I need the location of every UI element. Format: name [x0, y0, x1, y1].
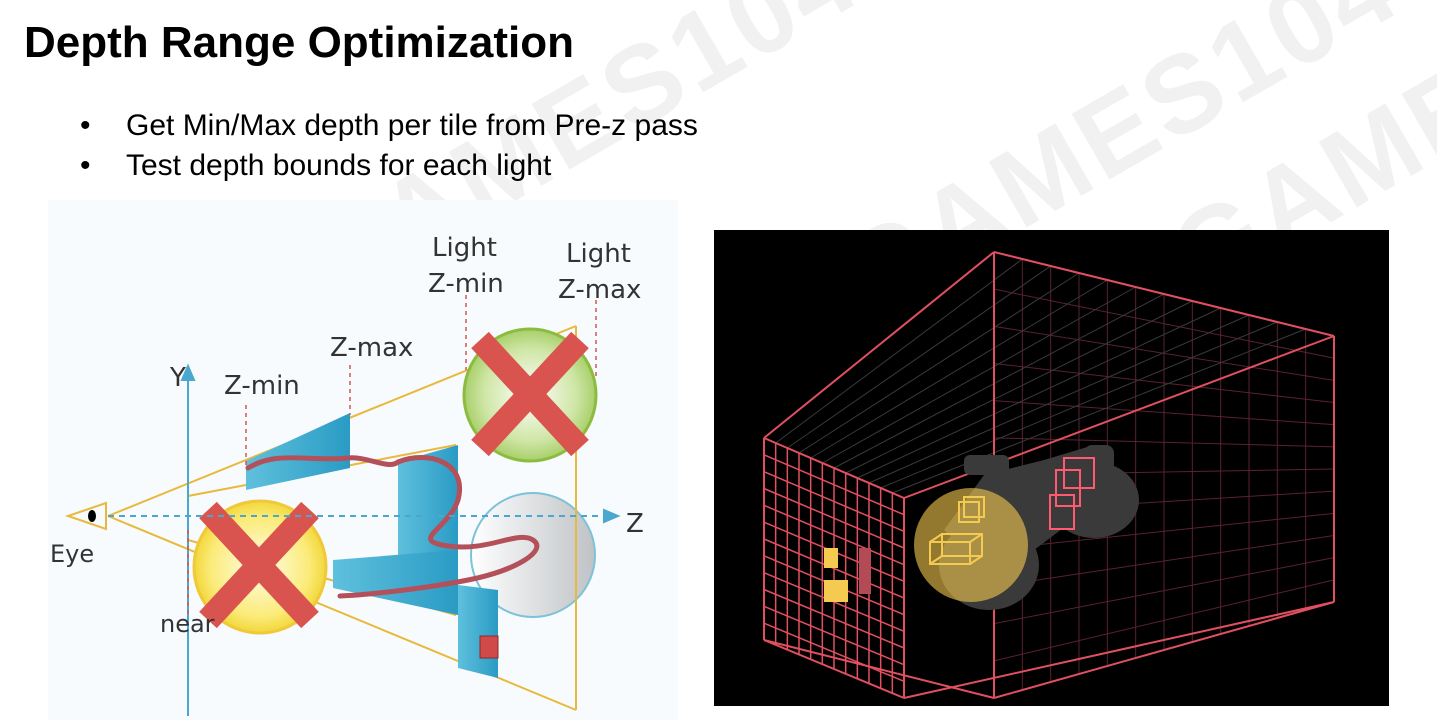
bounding-boxes — [929, 457, 1095, 565]
zmin-label: Z-min — [224, 371, 300, 401]
bullet-item: Get Min/Max depth per tile from Pre-z pa… — [80, 106, 698, 146]
depth-markers — [187, 295, 597, 615]
frustum-edge — [763, 437, 905, 499]
frustum-edge — [903, 601, 1335, 699]
slide-title: Depth Range Optimization — [24, 18, 574, 67]
top-face-line — [810, 279, 1108, 459]
top-face-line — [868, 314, 1250, 484]
frustum-edge — [993, 251, 1335, 337]
top-face-line — [833, 293, 1165, 469]
bullet-list: Get Min/Max depth per tile from Pre-z pa… — [80, 106, 698, 186]
far-plane-grid-line — [993, 557, 1335, 625]
zmax-label: Z-max — [330, 333, 413, 363]
cross-icon — [199, 501, 319, 629]
depth-range-diagram: Light Z-min Light Z-max Z-max Z-min Y Z … — [48, 200, 678, 720]
near-plane-grid-line — [763, 605, 905, 666]
frustum-edge — [763, 639, 905, 699]
frustum-grid — [763, 251, 1335, 699]
eye-label: Eye — [50, 540, 94, 568]
z-axis-label: Z — [626, 509, 644, 539]
bullet-item: Test depth bounds for each light — [80, 146, 698, 186]
far-plane-grid-line — [993, 579, 1335, 662]
near-plane-grid-line — [763, 622, 905, 683]
depth-tiles — [246, 413, 498, 678]
highlighted-tiles — [824, 548, 871, 602]
top-face-line — [857, 307, 1221, 479]
top-face-line — [880, 321, 1278, 489]
top-face-line — [845, 300, 1193, 474]
light-zmax-label: Z-max — [558, 275, 641, 305]
top-face-line — [798, 272, 1080, 454]
top-face-line — [822, 286, 1136, 464]
small-red-block — [479, 635, 499, 659]
frustum-edge — [993, 601, 1335, 699]
eye-icon — [64, 501, 107, 531]
axes — [108, 363, 621, 716]
top-face-line — [787, 265, 1051, 449]
tiled-frustum-render — [714, 230, 1389, 706]
light-zmin-label: Light — [432, 233, 497, 263]
light-zmax-label: Light — [566, 239, 631, 269]
near-label: near — [160, 610, 215, 638]
y-axis-label: Y — [169, 363, 186, 393]
light-zmin-label: Z-min — [428, 269, 504, 299]
cross-icon — [471, 331, 589, 457]
scene-geometry-curve — [245, 455, 540, 599]
top-face-line — [775, 258, 1023, 444]
frustum-edge — [763, 639, 995, 699]
top-face-line — [892, 328, 1306, 494]
frustum-edge — [763, 251, 995, 439]
